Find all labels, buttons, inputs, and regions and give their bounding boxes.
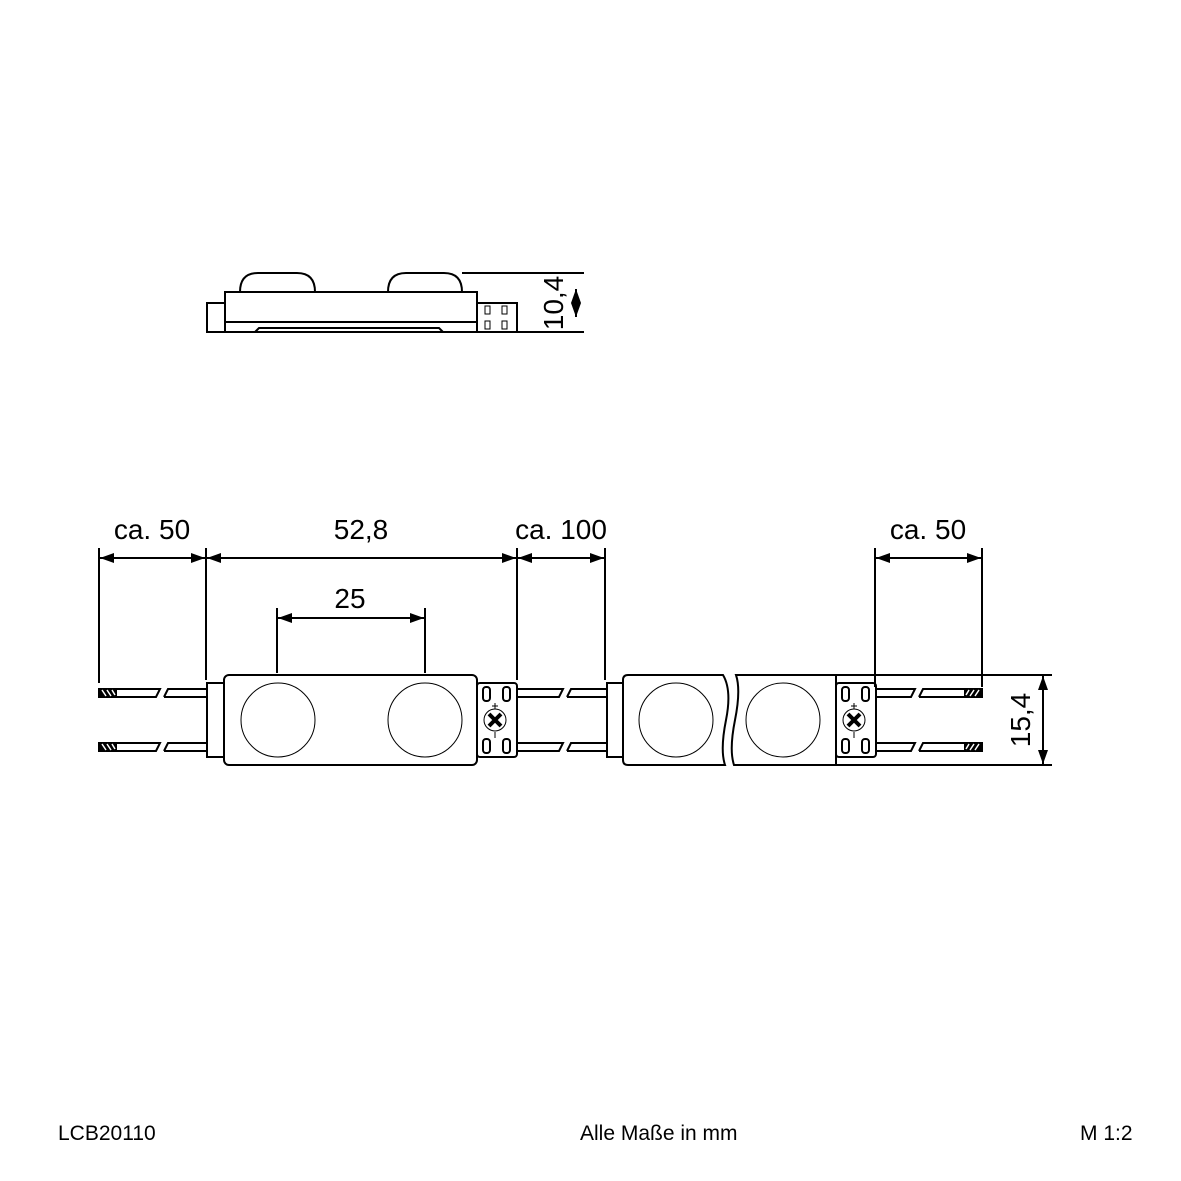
module-2 (606, 674, 984, 766)
dim-lead-right: ca. 50 (890, 514, 966, 545)
module-1 (97, 674, 607, 766)
dim-led-pitch: 25 (334, 583, 365, 614)
dim-cable-between: ca. 100 (515, 514, 607, 545)
dim-module-length: 52,8 (334, 514, 389, 545)
side-view: 10,4 (206, 272, 584, 333)
dim-height: 10,4 (538, 276, 569, 331)
article-number: LCB20110 (58, 1122, 156, 1145)
scale-label: M 1:2 (1080, 1122, 1133, 1145)
dim-module-width: 15,4 (1005, 693, 1036, 748)
dim-lead-left: ca. 50 (114, 514, 190, 545)
dimensions: ca. 50 52,8 ca. 100 ca. 50 25 15,4 (98, 514, 1052, 766)
units-note: Alle Maße in mm (580, 1122, 738, 1145)
